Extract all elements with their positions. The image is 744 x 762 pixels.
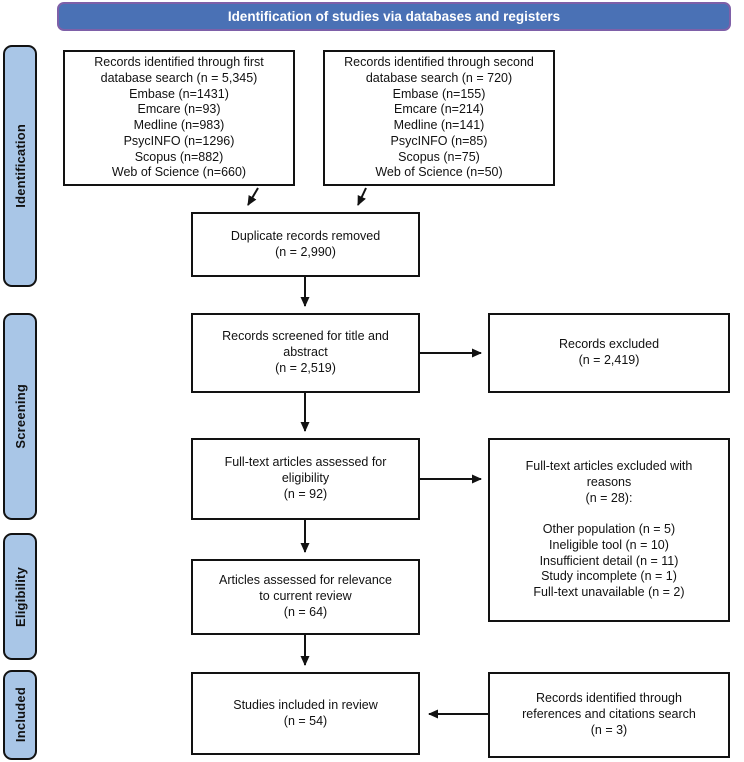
stage-label-screening: Screening bbox=[3, 313, 37, 520]
box-fulltext-excluded: Full-text articles excluded with reasons… bbox=[488, 438, 730, 622]
header-banner: Identification of studies via databases … bbox=[57, 2, 731, 31]
stage-label-text: Eligibility bbox=[12, 566, 28, 627]
box-duplicates-removed: Duplicate records removed (n = 2,990) bbox=[191, 212, 420, 277]
stage-label-included: Included bbox=[3, 670, 37, 760]
box-relevance-assessed: Articles assessed for relevance to curre… bbox=[191, 559, 420, 635]
stage-label-identification: Identification bbox=[3, 45, 37, 287]
box-records-screened: Records screened for title and abstract … bbox=[191, 313, 420, 393]
stage-label-text: Screening bbox=[12, 384, 28, 449]
header-title: Identification of studies via databases … bbox=[227, 9, 561, 24]
stage-label-text: Identification bbox=[12, 124, 28, 208]
box-records-excluded: Records excluded (n = 2,419) bbox=[488, 313, 730, 393]
stage-label-text: Included bbox=[12, 687, 28, 743]
box-references-citations: Records identified through references an… bbox=[488, 672, 730, 758]
arrow-db2-to-duplicates bbox=[357, 187, 367, 206]
box-studies-included: Studies included in review (n = 54) bbox=[191, 672, 420, 755]
stage-label-eligibility: Eligibility bbox=[3, 533, 37, 660]
box-fulltext-assessed: Full-text articles assessed for eligibil… bbox=[191, 438, 420, 520]
box-database-search-1: Records identified through first databas… bbox=[63, 50, 295, 186]
arrow-db1-to-duplicates bbox=[247, 187, 259, 206]
box-database-search-2: Records identified through second databa… bbox=[323, 50, 555, 186]
